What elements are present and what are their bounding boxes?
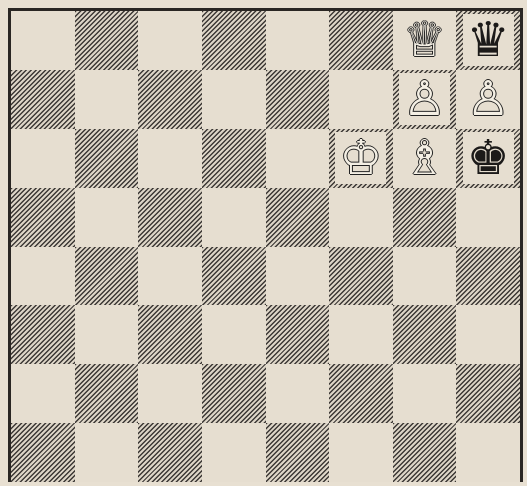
square-h6[interactable]: ♚	[456, 129, 520, 188]
chess-board: ♕♛♙♙♔♗♚	[8, 8, 523, 482]
square-f2[interactable]	[329, 364, 393, 423]
square-e5[interactable]	[266, 188, 330, 247]
square-f3[interactable]	[329, 305, 393, 364]
square-g1[interactable]	[393, 423, 457, 482]
square-g8[interactable]: ♕	[393, 11, 457, 70]
square-b3[interactable]	[75, 305, 139, 364]
square-a8[interactable]	[11, 11, 75, 70]
square-g4[interactable]	[393, 247, 457, 306]
square-d3[interactable]	[202, 305, 266, 364]
square-a4[interactable]	[11, 247, 75, 306]
square-c6[interactable]	[138, 129, 202, 188]
square-b4[interactable]	[75, 247, 139, 306]
square-a7[interactable]	[11, 70, 75, 129]
square-e8[interactable]	[266, 11, 330, 70]
square-d2[interactable]	[202, 364, 266, 423]
square-d5[interactable]	[202, 188, 266, 247]
square-c3[interactable]	[138, 305, 202, 364]
white-pawn-icon[interactable]: ♙	[399, 73, 450, 125]
square-h2[interactable]	[456, 364, 520, 423]
square-g6[interactable]: ♗	[393, 129, 457, 188]
square-a2[interactable]	[11, 364, 75, 423]
square-d7[interactable]	[202, 70, 266, 129]
square-e4[interactable]	[266, 247, 330, 306]
black-queen-icon[interactable]: ♛	[463, 14, 514, 66]
square-e3[interactable]	[266, 305, 330, 364]
white-queen-icon[interactable]: ♕	[403, 16, 446, 64]
square-c2[interactable]	[138, 364, 202, 423]
square-b6[interactable]	[75, 129, 139, 188]
square-g2[interactable]	[393, 364, 457, 423]
square-d4[interactable]	[202, 247, 266, 306]
square-g7[interactable]: ♙	[393, 70, 457, 129]
square-d6[interactable]	[202, 129, 266, 188]
square-f1[interactable]	[329, 423, 393, 482]
square-g3[interactable]	[393, 305, 457, 364]
square-e6[interactable]	[266, 129, 330, 188]
square-g5[interactable]	[393, 188, 457, 247]
square-h4[interactable]	[456, 247, 520, 306]
white-bishop-icon[interactable]: ♗	[403, 134, 446, 182]
square-a6[interactable]	[11, 129, 75, 188]
white-king-icon[interactable]: ♔	[335, 132, 386, 184]
square-c4[interactable]	[138, 247, 202, 306]
square-c1[interactable]	[138, 423, 202, 482]
square-e2[interactable]	[266, 364, 330, 423]
square-a3[interactable]	[11, 305, 75, 364]
square-b7[interactable]	[75, 70, 139, 129]
square-b8[interactable]	[75, 11, 139, 70]
square-h3[interactable]	[456, 305, 520, 364]
square-d8[interactable]	[202, 11, 266, 70]
square-d1[interactable]	[202, 423, 266, 482]
square-b5[interactable]	[75, 188, 139, 247]
square-h1[interactable]	[456, 423, 520, 482]
square-c7[interactable]	[138, 70, 202, 129]
square-h5[interactable]	[456, 188, 520, 247]
square-f8[interactable]	[329, 11, 393, 70]
square-c5[interactable]	[138, 188, 202, 247]
square-f7[interactable]	[329, 70, 393, 129]
white-pawn-icon[interactable]: ♙	[467, 75, 510, 123]
square-h8[interactable]: ♛	[456, 11, 520, 70]
square-c8[interactable]	[138, 11, 202, 70]
square-b1[interactable]	[75, 423, 139, 482]
square-f6[interactable]: ♔	[329, 129, 393, 188]
square-h7[interactable]: ♙	[456, 70, 520, 129]
square-e1[interactable]	[266, 423, 330, 482]
square-f5[interactable]	[329, 188, 393, 247]
square-a5[interactable]	[11, 188, 75, 247]
square-b2[interactable]	[75, 364, 139, 423]
square-a1[interactable]	[11, 423, 75, 482]
black-king-icon[interactable]: ♚	[463, 132, 514, 184]
square-f4[interactable]	[329, 247, 393, 306]
square-e7[interactable]	[266, 70, 330, 129]
